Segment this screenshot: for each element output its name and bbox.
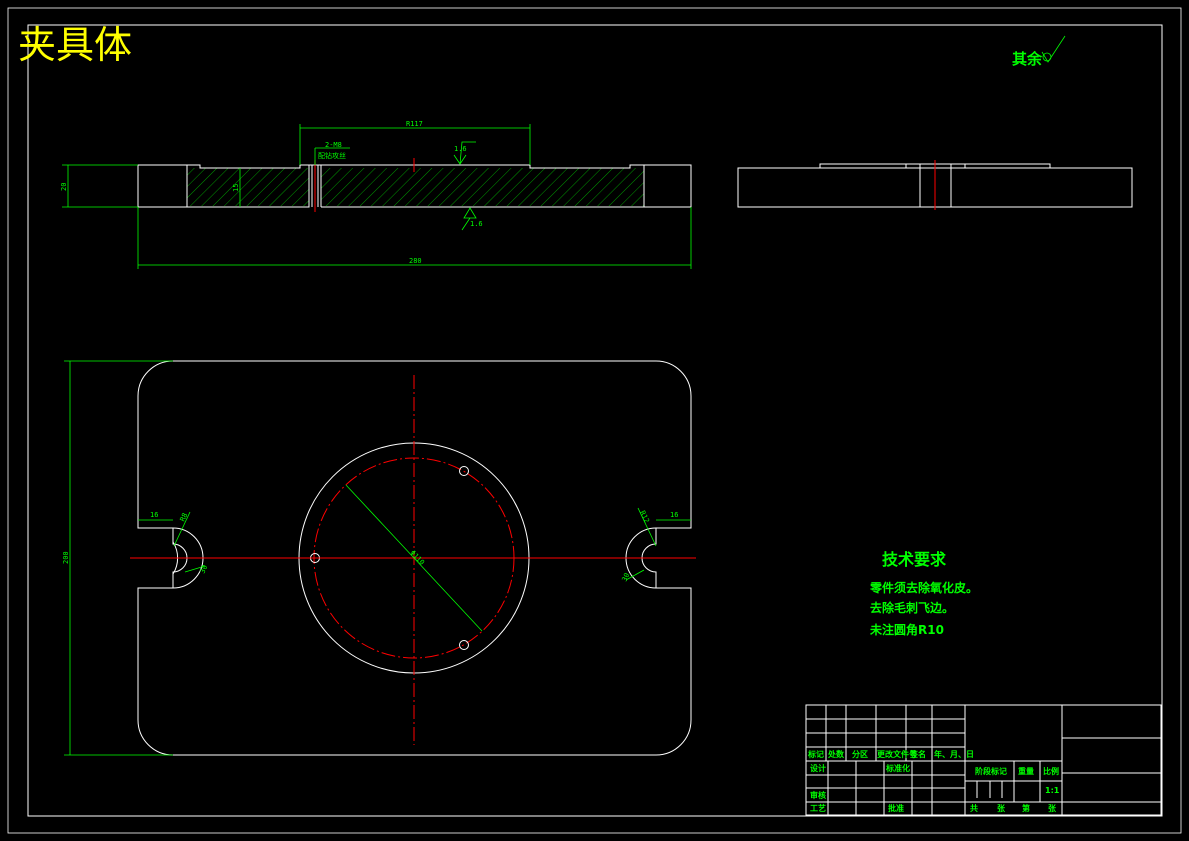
tech-item: 未注圆角R10 [869,622,944,637]
tb-scale-label: 比例 [1043,766,1059,776]
dim-height-left: 20 [60,183,68,191]
tb-design: 设计 [810,763,826,773]
tb-header: 分区 [852,749,868,759]
inner-border [27,24,1163,817]
hatch-right [321,168,644,206]
tb-sheet-no: 张 [1048,804,1057,813]
tech-item: 去除毛刺飞边。 [870,600,954,615]
dim-plan-height: 200 [62,551,70,564]
side-top-pads [819,163,1051,168]
tb-approve: 批准 [888,803,904,813]
dim-line [625,569,645,581]
tech-heading: 技术要求 [882,550,947,569]
roughness-symbol-icon [1041,35,1066,63]
title-block-frame [805,704,1162,816]
hole [459,466,469,476]
tech-item: 零件须去除氧化皮。 [869,580,978,595]
dim-slot-left-depth: 30 [199,564,210,575]
dim-line [184,565,206,573]
roughness-circle-icon [1042,52,1052,62]
roughness-symbol-icon [461,207,477,231]
hole [459,640,469,650]
side-outline [737,167,1133,208]
tb-header: 年、月、日 [934,749,974,759]
dim-line [637,507,657,547]
tb-header: 处数 [827,749,845,759]
hatch-left [187,168,309,206]
dim-inner-height: 15 [232,184,240,192]
title-block-grid [806,705,1161,815]
plan-view: Φ110 200 16 R8 30 16 R12 30 [62,360,696,756]
tb-standardize: 标准化 [885,763,910,773]
drawing-title: 夹具体 [18,23,132,67]
roughness-symbol-icon [453,141,476,165]
dim-line [173,511,191,547]
tb-sheets-total: 共 [970,803,978,813]
dim-slot-left-radius: R8 [179,512,190,523]
roughness-note-text: 其余 [1012,50,1043,68]
dim-thread: 2-M8 [325,141,342,149]
front-section-view: R117 2-M8 配钻攻丝 1.6 1.6 20 15 280 [60,120,692,269]
dim-slot-right-depth: 30 [621,572,632,583]
tb-sheets-total: 张 [997,804,1006,813]
tb-scale-value: 1:1 [1045,786,1060,795]
tb-stage-mark: 阶段标记 [975,766,1007,776]
dim-top-span: R117 [406,120,423,128]
plan-outline [137,360,692,756]
outer-border [7,7,1182,834]
dim-roughness-bottom: 1.6 [470,220,483,228]
tb-sheet-no: 第 [1022,803,1030,813]
front-outline [137,164,692,208]
side-view [737,160,1133,210]
dim-thread-note: 配钻攻丝 [318,151,346,160]
dim-width-total: 280 [409,257,422,265]
title-block: 标记 处数 分区 更改文件号 签名 年、月、日 设计 标准化 审核 工艺 批准 … [805,704,1162,816]
dim-slot-right-width: 16 [670,511,678,519]
dim-roughness-top: 1.6 [454,145,467,153]
tb-header: 更改文件号 [877,749,917,759]
tb-review: 审核 [810,790,826,800]
tb-process: 工艺 [810,803,826,813]
tb-header: 标记 [807,749,824,759]
roughness-note: 其余 [1012,35,1066,68]
tb-weight: 重量 [1018,766,1034,776]
dim-slot-left-width: 16 [150,511,158,519]
dim-slot-right-radius: R12 [638,509,651,524]
tech-requirements: 技术要求 零件须去除氧化皮。 去除毛刺飞边。 未注圆角R10 [869,550,978,637]
tb-header: 签名 [909,749,926,759]
dim-line [345,484,483,632]
